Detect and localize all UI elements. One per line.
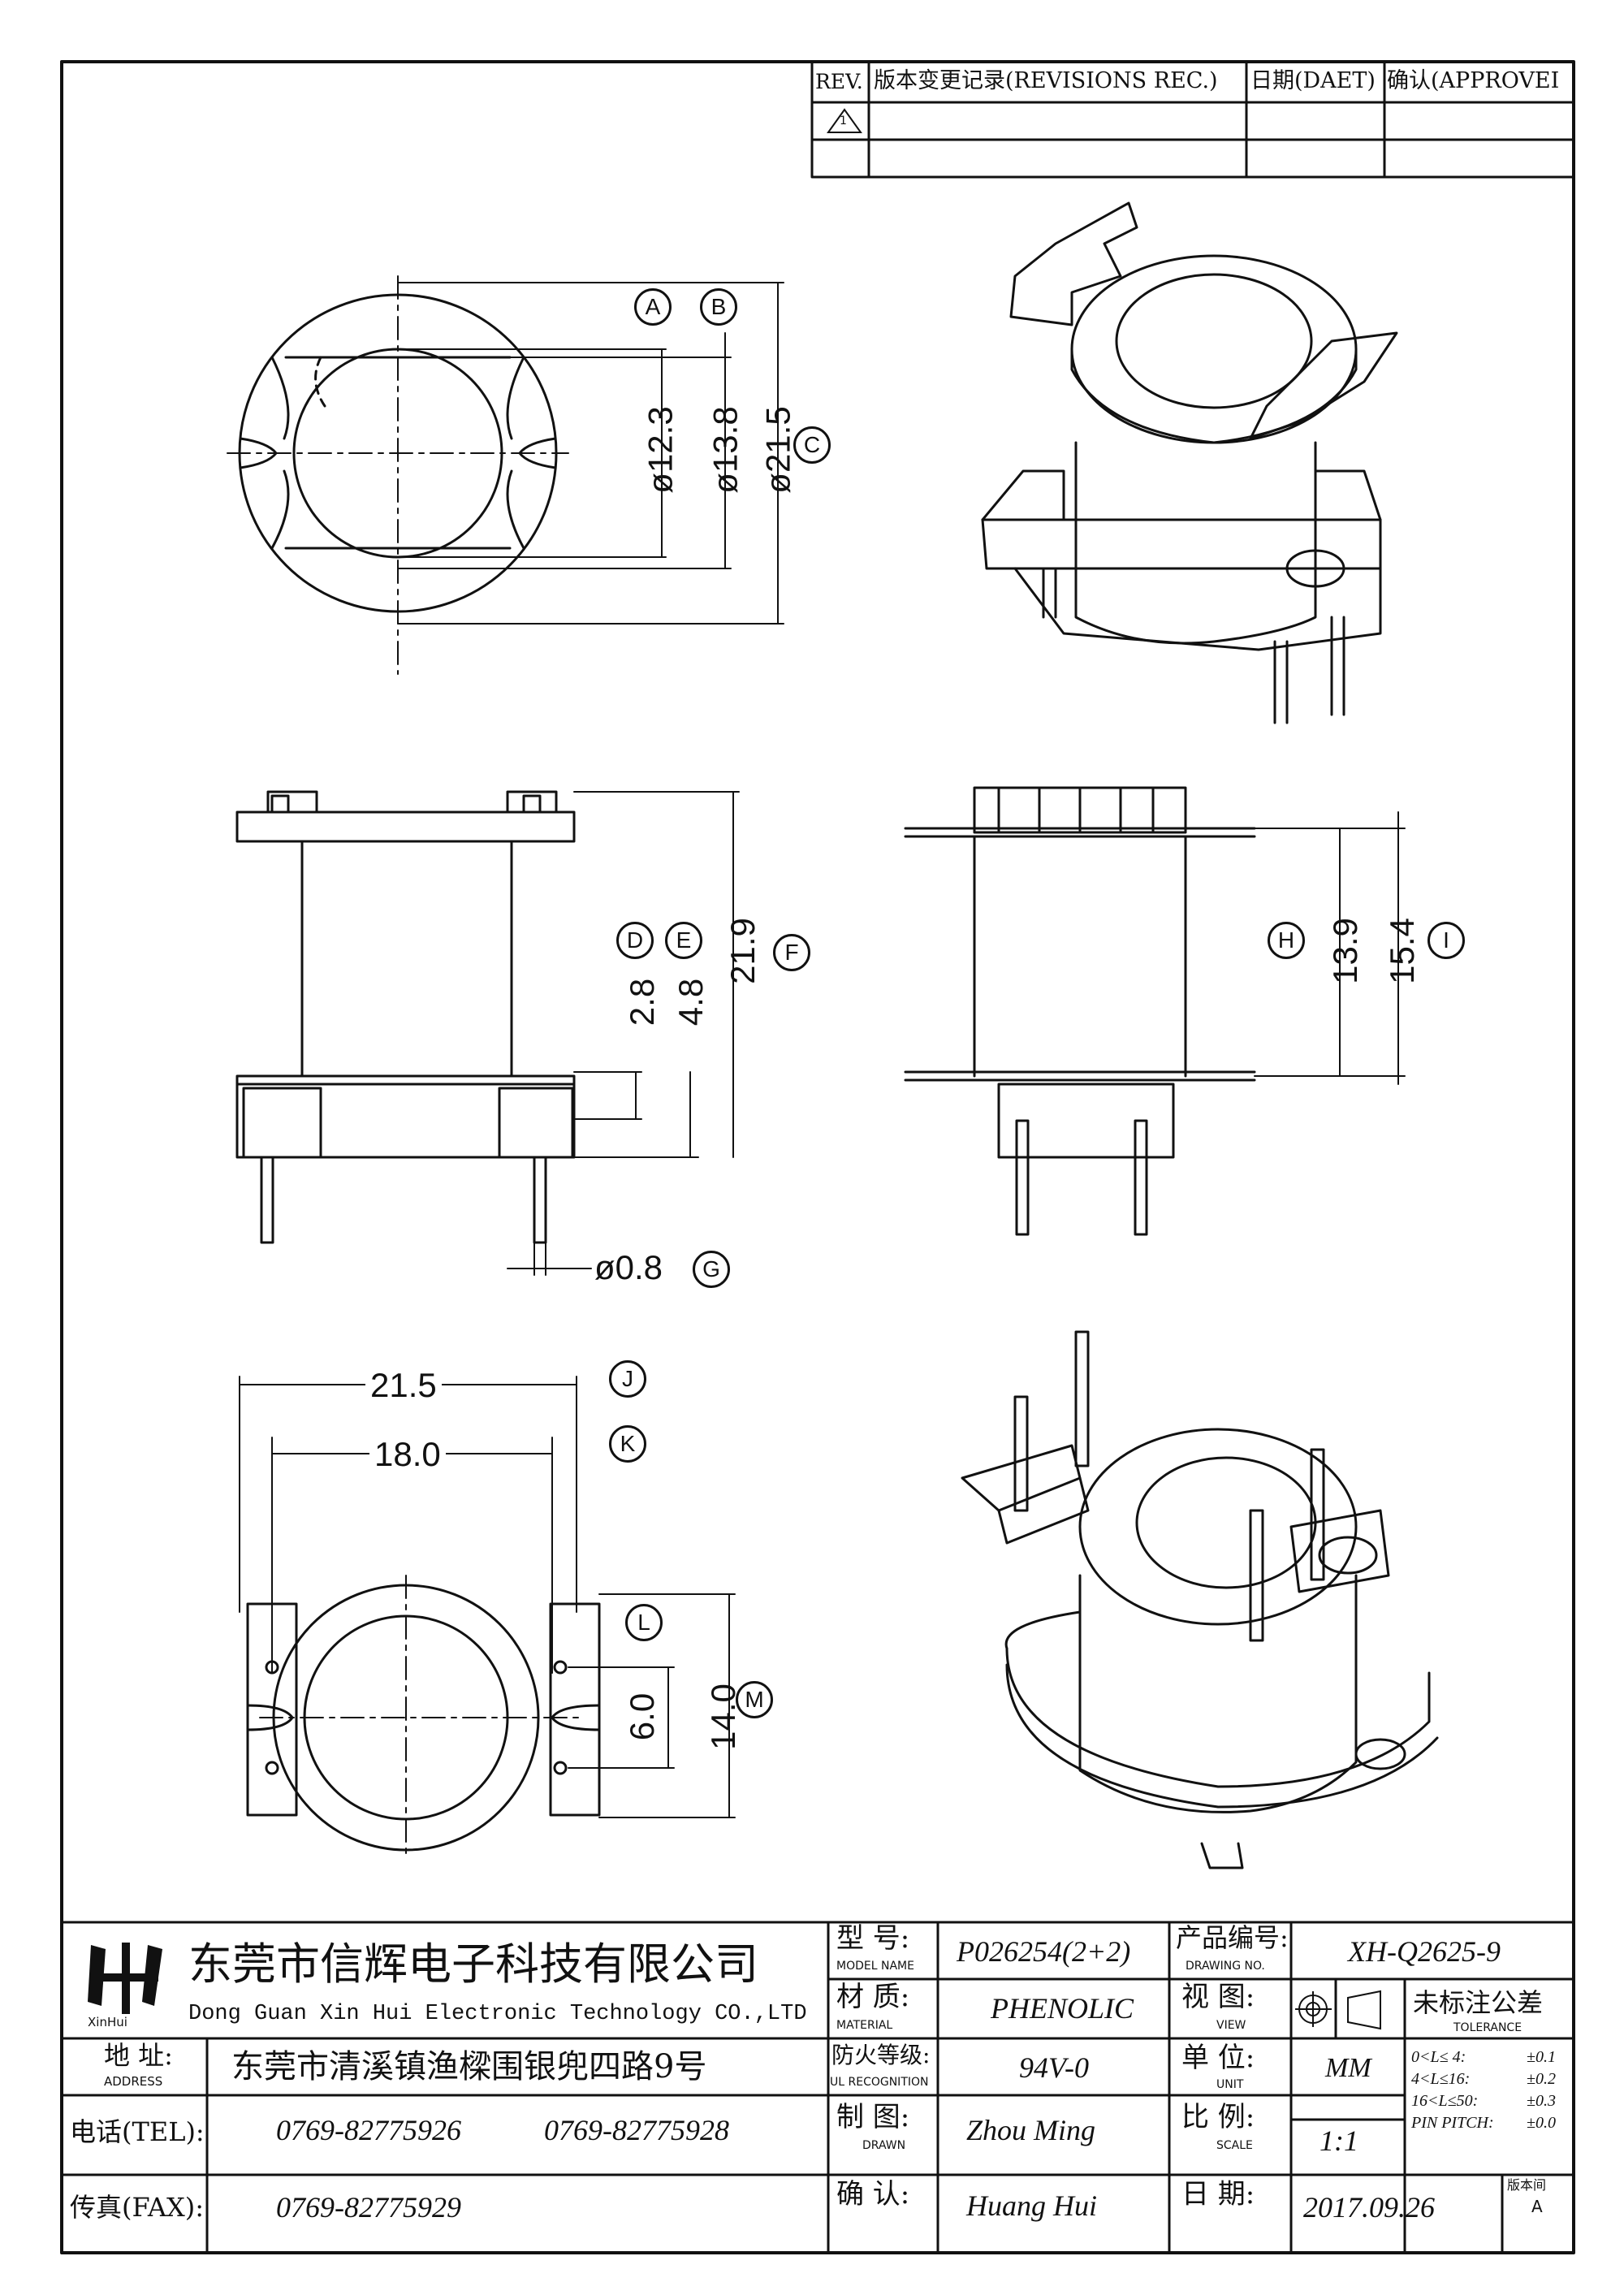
callout-i: I [1427,922,1465,959]
approve-header: 确认(APPROVEI [1387,68,1560,93]
side-view [904,786,1406,1236]
revision-triangle-icon [827,108,862,133]
tolerance-value-2: ±0.2 [1527,2070,1556,2088]
callout-k: K [609,1425,646,1463]
version-label: 版本间 [1507,2177,1547,2193]
tolerance-range-2: 4<L≤16: [1411,2070,1471,2088]
projection-symbol-icon [1295,1990,1381,2030]
ul-label: 防火等级: [831,2042,931,2068]
callout-m: M [736,1681,773,1718]
rev-symbol-number: 1 [840,115,847,128]
top-view [227,275,784,675]
callout-e: E [665,922,702,959]
drawing-no-value: XH-Q2625-9 [1348,1935,1501,1968]
company-name-en: Dong Guan Xin Hui Electronic Technology … [188,2002,807,2026]
drawn-label-en: DRAWN [862,2139,906,2152]
version-value: A [1531,2197,1543,2216]
dimension-label-14-0: 14.0 [703,1683,742,1750]
callout-g: G [693,1251,730,1288]
check-label: 确 认: [836,2178,910,2211]
logo-caption: XinHui [88,2015,127,2029]
title-block-grid [60,1921,1575,2254]
tolerance-range-4: PIN PITCH: [1411,2114,1494,2132]
dimension-label-18-0: 18.0 [369,1437,446,1472]
dimension-label-d1: ø12.3 [641,406,680,494]
tel-number-1: 0769-82775926 [276,2114,461,2146]
dimension-label-21-5: 21.5 [365,1368,442,1402]
tel-number-2: 0769-82775928 [544,2114,729,2146]
unit-label: 单 位: [1181,2042,1255,2074]
date-label: 日 期: [1181,2178,1255,2211]
scale-label-en: SCALE [1216,2139,1253,2152]
date-value: 2017.09.26 [1303,2191,1435,2224]
tolerance-range-1: 0<L≤ 4: [1411,2048,1466,2066]
revisions-record-header: 版本变更记录(REVISIONS REC.) [874,68,1218,93]
unit-label-en: UNIT [1216,2078,1244,2091]
dimension-label-15-4: 15.4 [1382,918,1421,984]
drawing-no-label-en: DRAWING NO. [1186,1960,1265,1973]
fax-number: 0769-82775929 [276,2191,461,2224]
material-value: PHENOLIC [991,1992,1134,2025]
fax-label: 传真(FAX): [70,2192,205,2223]
scale-value: 1:1 [1320,2124,1358,2157]
ul-label-en: UL RECOGNITION [830,2076,929,2089]
model-label-en: MODEL NAME [836,1960,914,1973]
bottom-view [239,1376,736,1861]
tolerance-value-3: ±0.3 [1527,2092,1556,2110]
address-label-en: ADDRESS [104,2074,163,2089]
revision-table-grid [810,60,1575,179]
tolerance-range-3: 16<L≤50: [1411,2092,1479,2110]
unit-value: MM [1325,2053,1371,2083]
dimension-label-13-9: 13.9 [1325,918,1364,984]
dimension-label-d3: ø21.5 [758,406,797,494]
view-label: 视 图: [1181,1981,1255,2013]
address-value: 东莞市清溪镇渔樑围银兜四路9号 [231,2048,707,2085]
date-header: 日期(DAET) [1250,68,1376,93]
callout-a: A [634,288,672,326]
dimension-label-d2: ø13.8 [706,406,745,494]
drawing-no-label: 产品编号: [1176,1922,1289,1953]
tolerance-title: 未标注公差 [1413,1987,1544,2018]
material-label-en: MATERIAL [836,2019,893,2032]
company-name-cn: 东莞市信辉电子科技有限公司 [188,1938,758,1990]
isometric-view-top [981,201,1398,724]
dimension-label-4-8: 4.8 [672,978,710,1026]
callout-d: D [616,922,654,959]
callout-b: B [700,288,737,326]
tolerance-title-en: TOLERANCE [1453,2021,1522,2034]
dimension-label-6-0: 6.0 [623,1692,662,1741]
rev-header: REV. [815,70,863,93]
callout-h: H [1268,922,1305,959]
dimension-label-pin-diameter: ø0.8 [594,1248,663,1286]
front-view [235,790,740,1276]
ul-value: 94V-0 [1019,2051,1089,2084]
material-label: 材 质: [836,1981,910,2013]
dimension-label-21-9: 21.9 [723,918,762,984]
callout-j: J [609,1360,646,1398]
tel-label: 电话(TEL): [70,2116,205,2147]
tolerance-value-4: ±0.0 [1527,2114,1556,2132]
model-label: 型 号: [836,1922,910,1955]
view-label-en: VIEW [1216,2019,1246,2032]
drawn-value: Zhou Ming [966,2114,1096,2146]
tolerance-value-1: ±0.1 [1527,2048,1556,2066]
dimension-label-2-8: 2.8 [623,978,662,1026]
callout-c: C [793,426,831,464]
check-value: Huang Hui [966,2189,1097,2222]
address-label: 地 址: [104,2040,173,2071]
model-value: P026254(2+2) [957,1935,1131,1968]
drawn-label: 制 图: [836,2101,910,2133]
scale-label: 比 例: [1181,2101,1255,2133]
isometric-view-bottom [961,1330,1439,1869]
xinhui-logo [88,1943,162,2014]
callout-l: L [625,1604,663,1641]
callout-f: F [773,934,810,971]
